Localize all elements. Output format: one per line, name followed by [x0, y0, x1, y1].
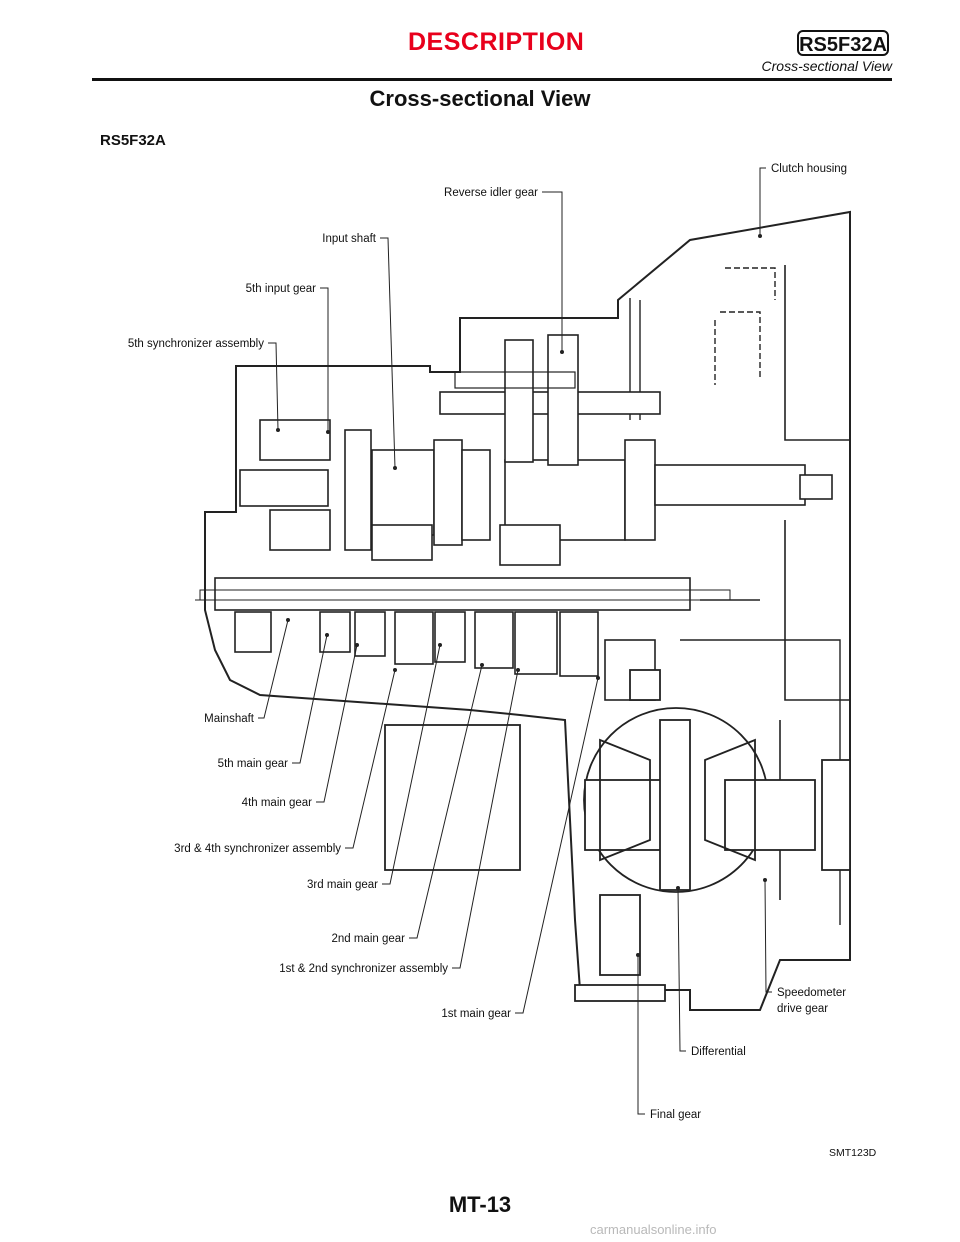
reverse-idler-assembly [439, 334, 661, 466]
page-title: Cross-sectional View [369, 86, 591, 111]
input-shaft-assembly [239, 419, 833, 566]
label-input-shaft: Input shaft [322, 233, 377, 245]
label-5th-synchronizer-assembly: 5th synchronizer assembly [128, 338, 264, 350]
label-speedometer: Speedometer [777, 987, 846, 999]
model-label: RS5F32A [100, 132, 166, 149]
label-2nd-main-gear: 2nd main gear [331, 933, 405, 945]
callout-labels: Clutch housing Reverse idler gear Input … [128, 163, 847, 1121]
label-5th-main-gear: 5th main gear [218, 758, 288, 770]
label-3rd-4th-synchronizer-assembly: 3rd & 4th synchronizer assembly [174, 843, 341, 855]
header-model-badge: RS5F32A [797, 30, 889, 56]
label-5th-input-gear: 5th input gear [246, 283, 317, 295]
label-1st-main-gear: 1st main gear [441, 1008, 511, 1020]
header-rule [92, 78, 892, 81]
header-subtitle: Cross-sectional View [761, 58, 892, 74]
label-1st-2nd-synchronizer-assembly: 1st & 2nd synchronizer assembly [279, 963, 448, 975]
label-reverse-idler-gear: Reverse idler gear [444, 187, 538, 199]
page-number: MT-13 [448, 1192, 512, 1217]
leader-lines [258, 167, 772, 1115]
watermark: carmanualsonline.info [590, 1222, 717, 1237]
label-differential: Differential [691, 1046, 746, 1058]
label-3rd-main-gear: 3rd main gear [307, 879, 378, 891]
housing-outline [204, 210, 851, 1011]
header-section-title: DESCRIPTION [408, 28, 585, 56]
label-4th-main-gear: 4th main gear [242, 797, 312, 809]
mainshaft-assembly [195, 577, 735, 701]
label-mainshaft: Mainshaft [204, 713, 255, 725]
label-clutch-housing: Clutch housing [771, 163, 847, 175]
differential-assembly [384, 669, 851, 1002]
label-drive-gear: drive gear [777, 1003, 828, 1015]
label-final-gear: Final gear [650, 1109, 701, 1121]
figure-code: SMT123D [829, 1147, 877, 1159]
